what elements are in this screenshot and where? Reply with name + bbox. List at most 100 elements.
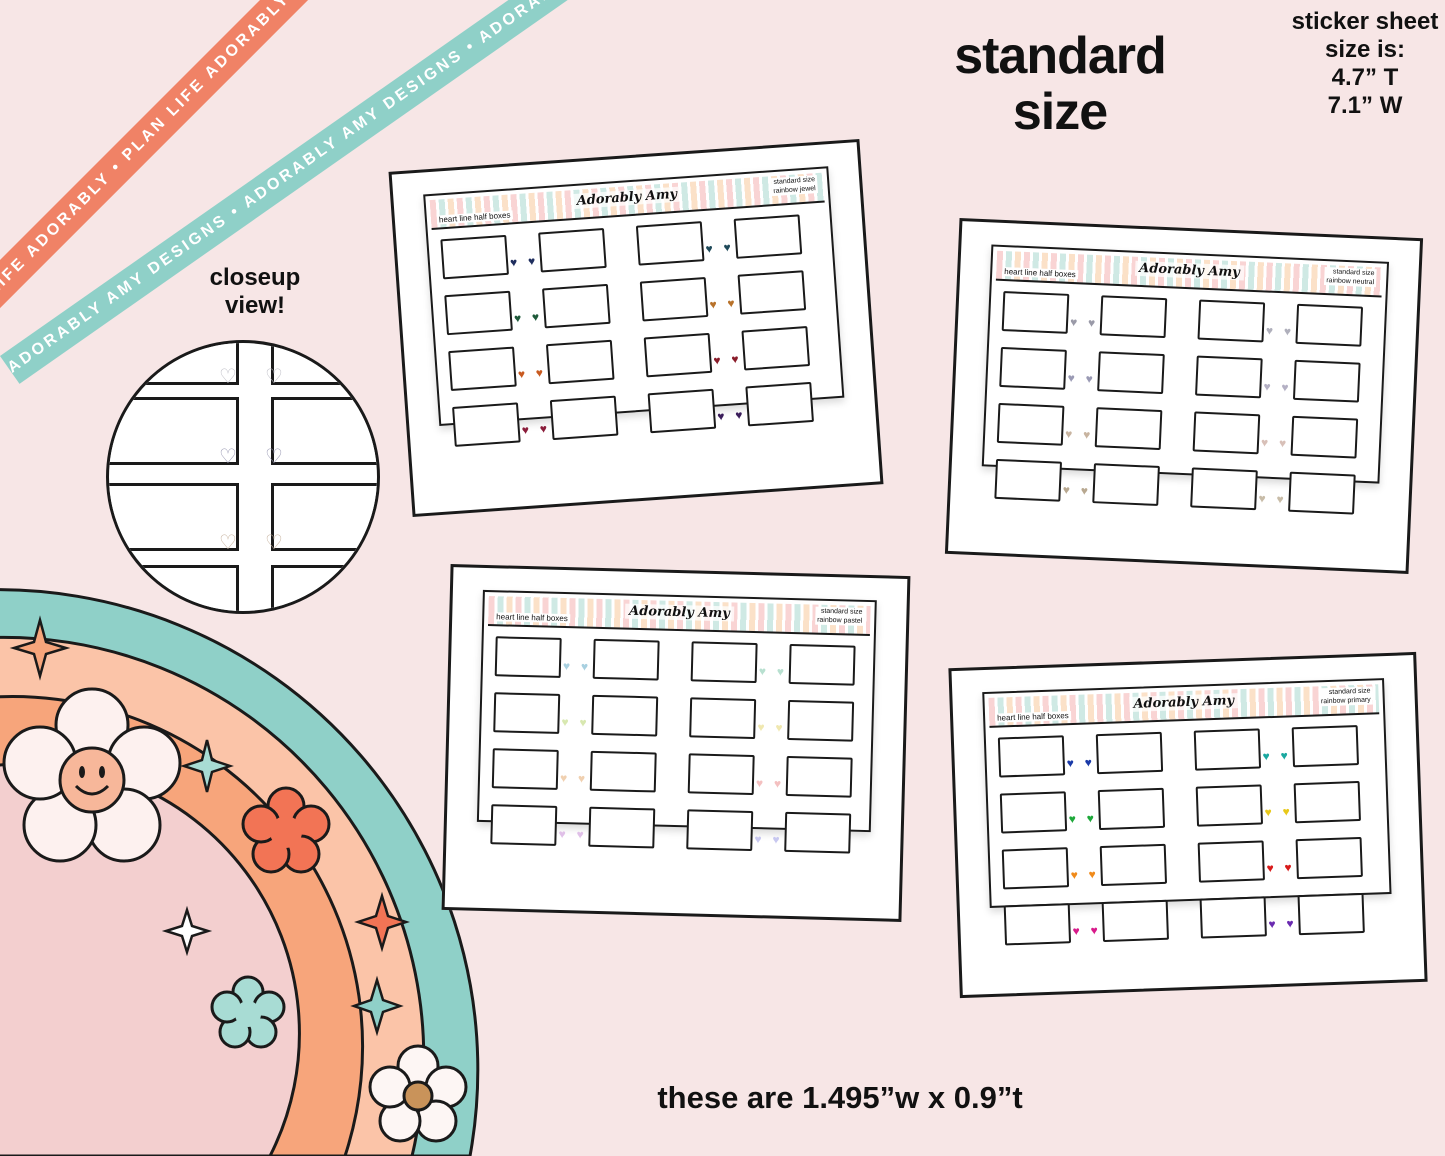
half-box-sticker bbox=[689, 697, 757, 740]
heart-icon: ♥ bbox=[1086, 811, 1095, 826]
rainbow-decoration bbox=[0, 588, 480, 1156]
closeup-half-box bbox=[109, 565, 239, 611]
heart-icon: ♥ bbox=[561, 714, 569, 730]
heart-icon: ♥ bbox=[1072, 923, 1080, 939]
half-box-sticker bbox=[639, 277, 709, 322]
sheet-product-name: heart line half boxes bbox=[436, 210, 513, 225]
heart-icon: ♥ bbox=[1067, 370, 1076, 386]
heart-icon: ♡ bbox=[265, 366, 283, 388]
heart-icon: ♥ bbox=[1281, 380, 1289, 395]
sparkle-icon bbox=[354, 891, 410, 953]
half-box-sticker bbox=[733, 214, 803, 259]
half-box-sticker bbox=[1197, 299, 1266, 343]
half-box-sticker bbox=[787, 699, 855, 742]
size-info-height: 4.7” T bbox=[1331, 64, 1399, 91]
heart-icon: ♥ bbox=[730, 351, 740, 367]
half-box-sticker bbox=[687, 753, 755, 796]
sparkle-icon bbox=[180, 739, 234, 793]
heart-icon: ♡ bbox=[219, 366, 237, 388]
half-box-sticker bbox=[1094, 407, 1163, 451]
heart-icon: ♥ bbox=[559, 770, 568, 786]
heart-icon: ♥ bbox=[579, 715, 587, 730]
half-box-sticker bbox=[741, 326, 811, 371]
half-box-sticker bbox=[788, 643, 856, 686]
half-box-sticker bbox=[635, 221, 705, 266]
sparkle-icon bbox=[161, 905, 213, 957]
sheet-colorway-label: rainbow primary bbox=[1320, 696, 1371, 706]
heart-icon: ♥ bbox=[757, 720, 765, 735]
sheet-product-name: heart line half boxes bbox=[1002, 266, 1078, 280]
sticker-grid: ♥♥♥♥♥♥♥♥♥♥♥♥♥♥♥♥ bbox=[490, 636, 861, 854]
half-box-sticker bbox=[1295, 303, 1364, 347]
sheet-colorway-label: rainbow neutral bbox=[1326, 277, 1375, 287]
heart-icon: ♥ bbox=[776, 664, 785, 679]
heart-icon: ♥ bbox=[562, 659, 571, 674]
title-line-1: standard bbox=[954, 27, 1167, 85]
heart-icon: ♥ bbox=[531, 309, 540, 325]
heart-icon: ♥ bbox=[576, 827, 584, 842]
heart-icon: ♥ bbox=[1265, 323, 1274, 338]
heart-icon: ♥ bbox=[709, 297, 718, 312]
heart-icon: ♥ bbox=[1066, 755, 1075, 771]
half-box-sticker bbox=[588, 806, 656, 849]
half-box-sticker bbox=[1095, 731, 1164, 775]
sticker-sheet-size-info: sticker sheet size is: 4.7” T 7.1” W bbox=[1280, 8, 1445, 120]
half-box-sticker bbox=[1293, 780, 1361, 824]
half-box-sticker bbox=[1097, 787, 1166, 831]
brand-logo: Adorably Amy bbox=[572, 186, 682, 210]
half-box-sticker bbox=[440, 234, 509, 280]
heart-icon: ♥ bbox=[1268, 917, 1276, 932]
heart-icon: ♥ bbox=[535, 365, 544, 381]
heart-icon: ♡ bbox=[265, 532, 283, 554]
closeup-half-box bbox=[109, 343, 239, 385]
heart-icon: ♥ bbox=[775, 720, 783, 735]
half-box-sticker bbox=[592, 638, 660, 681]
half-box-sticker bbox=[1092, 463, 1160, 506]
closeup-label-line: view! bbox=[224, 292, 286, 319]
closeup-half-box bbox=[109, 483, 239, 551]
half-box-sticker bbox=[493, 692, 561, 734]
heart-icon: ♥ bbox=[1276, 492, 1285, 507]
closeup-half-box bbox=[271, 343, 377, 385]
heart-icon: ♥ bbox=[1262, 749, 1271, 764]
heart-icon: ♥ bbox=[1258, 491, 1267, 506]
half-box-sticker bbox=[690, 641, 758, 684]
closeup-half-box bbox=[109, 397, 239, 465]
heart-icon: ♥ bbox=[513, 311, 522, 326]
half-box-sticker bbox=[1099, 295, 1168, 339]
heart-icon: ♥ bbox=[580, 659, 589, 674]
half-box-sticker bbox=[737, 270, 807, 315]
teal-flower-icon bbox=[210, 975, 286, 1049]
heart-icon: ♥ bbox=[716, 409, 725, 424]
heart-icon: ♥ bbox=[1283, 324, 1292, 339]
half-box-sticker bbox=[643, 332, 713, 378]
heart-icon: ♥ bbox=[772, 832, 780, 847]
half-box-sticker bbox=[745, 381, 814, 427]
heart-icon: ♥ bbox=[755, 776, 764, 791]
half-box-sticker bbox=[490, 804, 558, 846]
half-box-sticker bbox=[1101, 899, 1169, 943]
half-box-sticker bbox=[494, 636, 562, 678]
page-title: standard size bbox=[930, 28, 1190, 140]
half-box-sticker bbox=[785, 755, 853, 798]
sheet-product-name: heart line half boxes bbox=[994, 711, 1071, 723]
brand-logo: Adorably Amy bbox=[624, 603, 734, 622]
half-box-sticker bbox=[589, 750, 657, 793]
closeup-half-box bbox=[271, 397, 377, 465]
heart-icon: ♥ bbox=[1090, 923, 1098, 938]
heart-icon: ♥ bbox=[1264, 805, 1272, 820]
heart-icon: ♡ bbox=[219, 446, 237, 468]
heart-icon: ♥ bbox=[712, 353, 722, 368]
sheet-colorway-label: rainbow pastel bbox=[817, 616, 863, 625]
heart-icon: ♥ bbox=[734, 407, 743, 423]
orange-flower-icon bbox=[241, 786, 331, 874]
half-box-sticker bbox=[452, 402, 521, 447]
